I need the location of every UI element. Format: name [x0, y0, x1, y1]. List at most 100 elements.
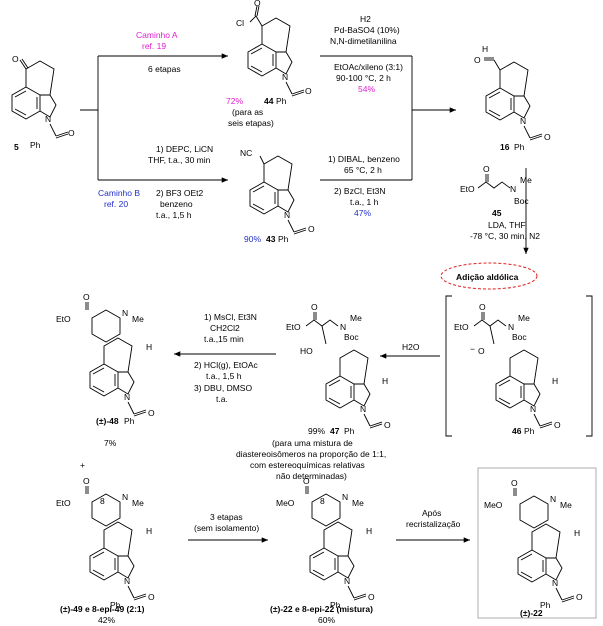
compound-43: NC N Ph O 43 90% [240, 148, 315, 244]
route-b-cond: 2) BF3 OEt2 [156, 188, 204, 198]
step-47-48-cond: CH2Cl2 [210, 323, 240, 333]
atom-o: O [254, 0, 261, 8]
step-47-48-cond: 3) DBU, DMSO [194, 383, 252, 393]
step-44-16-cond: Pd-BaSO4 (10%) [334, 25, 400, 35]
atom-n: N [520, 116, 526, 126]
atom-o: O [311, 302, 318, 312]
step-recryst: Após [422, 508, 441, 518]
atom-ph: Ph [514, 142, 525, 152]
atom-o: O [303, 476, 310, 486]
atom-o: O [478, 346, 485, 356]
step-43-16-cond: 2) BzCl, Et3N [334, 186, 386, 196]
atom-ph: Ph [524, 426, 535, 436]
atom-ph: Ph [330, 600, 341, 610]
compound-22-final: MeO O N Me H N Ph O (±)-22 [477, 467, 597, 619]
atom-o: O [544, 132, 551, 142]
atom-n: N [508, 322, 514, 332]
atom-n: N [284, 210, 290, 220]
atom-me: Me [560, 500, 572, 510]
atom-me: Me [518, 313, 530, 323]
step-43-16-cond: 1) DIBAL, benzeno [328, 154, 400, 164]
atom-o: O [474, 55, 481, 65]
step-recryst: recristalização [406, 519, 461, 529]
compound-49: EtO O 8 N Me H N Ph O [56, 476, 155, 610]
step-44-16-cond: EtOAc/xileno (3:1) [334, 62, 403, 72]
atom-nc: NC [240, 148, 252, 158]
atom-o: O [483, 164, 490, 174]
step-44-16-cond: H2 [360, 14, 371, 24]
atom-n: N [342, 492, 348, 502]
step-49-22-cond: 3 etapas [210, 512, 243, 522]
atom-o: O [554, 420, 561, 430]
atom-cl: Cl [236, 18, 244, 28]
yield-16-b: 47% [354, 208, 371, 218]
compound-label-22-mix: (±)-22 e 8-epi-22 (mistura) [270, 604, 373, 614]
branch-arrows [80, 53, 228, 183]
route-b-ref: ref. 20 [104, 199, 128, 209]
atom-o: O [368, 592, 375, 602]
merge-arrows [320, 55, 456, 181]
step-16-46-cond: -78 °C, 30 min, N2 [470, 231, 540, 241]
atom-h: H [382, 376, 388, 386]
yield-44: 72% [226, 96, 243, 106]
route-a-steps: 6 etapas [148, 64, 181, 74]
atom-8: 8 [320, 496, 325, 506]
yield-22-mix: 60% [318, 615, 335, 625]
step-44-16-cond: 90-100 °C, 2 h [336, 73, 391, 83]
atom-ph: Ph [124, 416, 135, 426]
atom-h: H [482, 44, 488, 54]
atom-h: H [146, 342, 152, 352]
step-47-48-cond: t.a., 1,5 h [206, 371, 242, 381]
atom-ph: Ph [276, 96, 287, 106]
yield-note: (para as [232, 107, 263, 117]
route-b-cond: 1) DEPC, LiCN [156, 144, 213, 154]
step-47-48-cond: 2) HCl(g), EtOAc [194, 360, 259, 370]
atom-n: N [510, 184, 516, 194]
atom-ph: Ph [344, 426, 355, 436]
plus-sign: + [80, 460, 85, 470]
atom-h: H [366, 526, 372, 536]
atom-o: O [148, 408, 155, 418]
compound-label-16: 16 [500, 142, 510, 152]
atom-eto: EtO [460, 184, 475, 194]
atom-n: N [122, 492, 128, 502]
compound-48: EtO O N Me H N Ph O (±)-48 [56, 292, 155, 426]
step-49-22-cond: (sem isolamento) [194, 523, 259, 533]
atom-n: N [344, 576, 350, 586]
atom-n: N [340, 322, 346, 332]
compound-label-22: (±)-22 [520, 608, 543, 618]
atom-eto: EtO [56, 498, 71, 508]
atom-ho: HO [300, 346, 313, 356]
compound-16: O H N Ph O 16 [474, 44, 551, 152]
note-47: com estereoquímicas relativas [250, 460, 365, 470]
step-43-16-cond: 65 °C, 2 h [344, 165, 382, 175]
yield-note: seis etapas) [228, 118, 274, 128]
note-47: diastereoisômeros na proporção de 1:1, [236, 449, 386, 459]
atom-h: H [552, 376, 558, 386]
compound-label-44: 44 [264, 96, 274, 106]
compound-label-46: 46 [512, 426, 522, 436]
atom-eto: EtO [454, 322, 469, 332]
aldol-label: Adição aldólica [440, 262, 538, 290]
atom-o: O [148, 592, 155, 602]
atom-n: N [122, 308, 128, 318]
route-a-ref: ref. 19 [142, 41, 166, 51]
atom-n: N [360, 404, 366, 414]
compound-45: EtO O N Me Boc 45 [460, 164, 532, 218]
atom-h: H [574, 528, 580, 538]
yield-47: 99% [308, 426, 325, 436]
compound-label-48: (±)-48 [96, 416, 119, 426]
note-47: não determinadas) [276, 471, 347, 481]
atom-o: O [511, 478, 518, 488]
atom-meo: MeO [484, 500, 503, 510]
route-a-name: Caminho A [136, 30, 178, 40]
atom-ph: Ph [540, 600, 551, 610]
atom-o: O [83, 292, 90, 302]
atom-o: O [305, 86, 312, 96]
atom-me: Me [352, 498, 364, 508]
yield-43: 90% [244, 234, 261, 244]
atom-meo: MeO [276, 498, 295, 508]
step-43-16-cond: t.a., 1 h [350, 197, 379, 207]
atom-n: N [550, 494, 556, 504]
atom-n: N [282, 72, 288, 82]
